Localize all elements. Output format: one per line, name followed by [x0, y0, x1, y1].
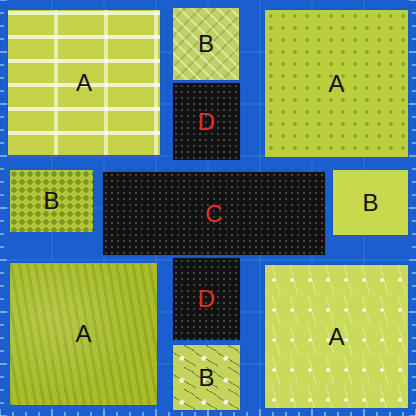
fabric-piece: B [10, 170, 93, 232]
piece-letter: A [75, 322, 91, 346]
piece-letter: D [198, 110, 215, 134]
piece-letter: C [205, 202, 222, 226]
piece-letter: A [76, 71, 92, 95]
piece-letter: B [362, 191, 378, 215]
piece-letter: D [198, 287, 215, 311]
fabric-piece: B [173, 345, 240, 410]
fabric-piece: D [173, 83, 240, 160]
piece-letter: B [43, 189, 59, 213]
fabric-piece: B [173, 8, 239, 80]
piece-letter: B [198, 366, 214, 390]
piece-letter: A [328, 325, 344, 349]
piece-letter: B [198, 32, 214, 56]
fabric-piece: D [173, 258, 240, 340]
fabric-piece: A [8, 10, 160, 155]
fabric-piece: A [10, 263, 157, 405]
piece-letter: A [328, 72, 344, 96]
fabric-piece: B [333, 170, 408, 235]
fabric-piece: A [265, 10, 408, 157]
fabric-piece: C [103, 172, 325, 255]
fabric-piece: A [265, 265, 408, 408]
